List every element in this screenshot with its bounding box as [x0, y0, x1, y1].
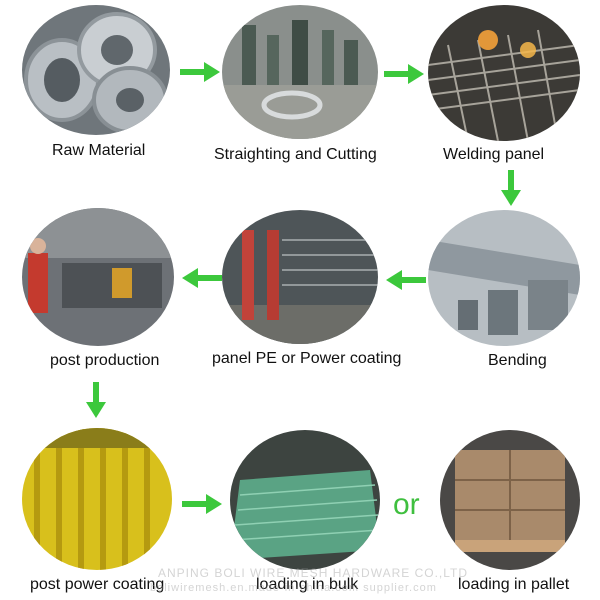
step-label-coating: panel PE or Power coating [212, 350, 401, 368]
post-power-coating-photo [22, 428, 172, 570]
welding-panel-photo [428, 5, 580, 141]
step-label-welding-panel: Welding panel [443, 146, 544, 164]
straighting-cutting-photo [222, 5, 378, 139]
down-arrow-icon [86, 382, 106, 418]
right-arrow-icon [180, 62, 220, 82]
step-label-raw-material: Raw Material [52, 142, 145, 160]
powder-coating-photo [222, 210, 378, 344]
step-label-straighting-cutting: Straighting and Cutting [214, 146, 377, 164]
bending-photo [428, 210, 580, 346]
step-label-post-power-coating: post power coating [30, 576, 164, 594]
step-label-post-production: post production [50, 352, 159, 370]
left-arrow-icon [386, 270, 426, 290]
step-label-bending: Bending [488, 352, 547, 370]
left-arrow-icon [182, 268, 222, 288]
down-arrow-icon [501, 170, 521, 206]
or-connector: or [393, 488, 420, 522]
post-production-photo [22, 208, 174, 346]
watermark-line-2: boliwiremesh.en.made-in-china.com suppli… [150, 582, 437, 594]
watermark-line-1: ANPING BOLI WIRE MESH HARDWARE CO.,LTD [158, 566, 468, 580]
right-arrow-icon [384, 64, 424, 84]
raw-material-photo [22, 5, 170, 135]
loading-pallet-photo [440, 430, 580, 570]
loading-bulk-photo [230, 430, 380, 570]
right-arrow-icon [182, 494, 222, 514]
step-label-loading-pallet: loading in pallet [458, 576, 569, 594]
